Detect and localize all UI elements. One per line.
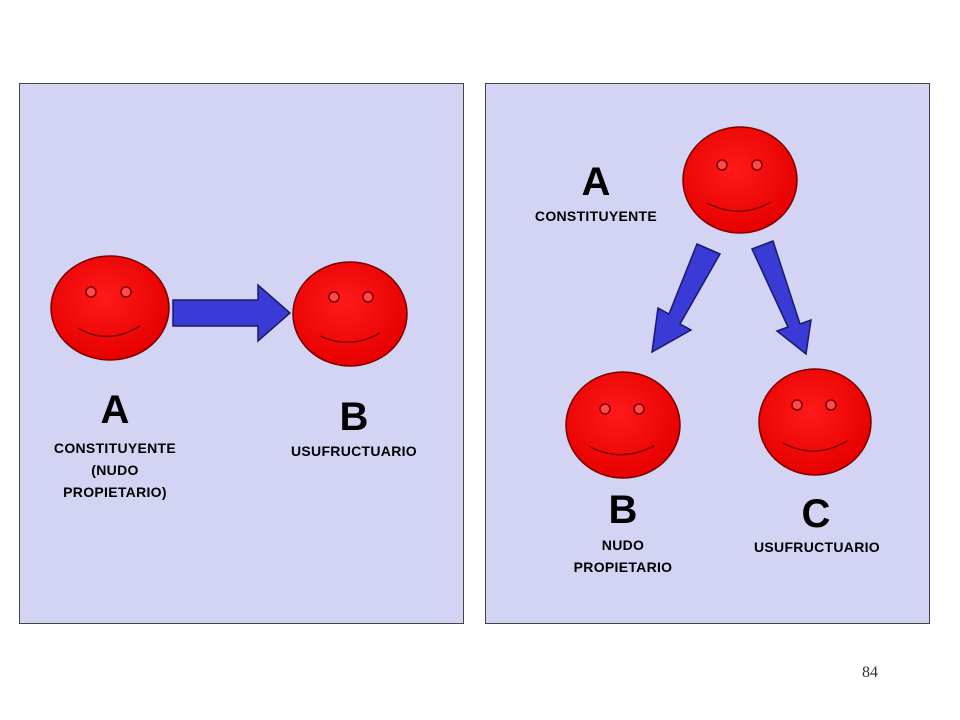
party-b-letter-right: B bbox=[608, 488, 638, 532]
party-b-role-line2-right: PROPIETARIO bbox=[573, 559, 673, 575]
party-a-role-right: CONSTITUYENTE bbox=[534, 208, 658, 224]
party-b-role-left: USUFRUCTUARIO bbox=[290, 443, 417, 459]
party-a-role-line2-left: (NUDO bbox=[91, 462, 139, 478]
arrow-right-icon bbox=[172, 283, 292, 343]
smiley-face-icon-a-right bbox=[682, 126, 798, 234]
party-b-role-line1-right: NUDO bbox=[601, 537, 645, 553]
smiley-face-icon-c-right bbox=[758, 368, 872, 476]
smiley-face-icon-b-right bbox=[565, 371, 681, 479]
smiley-face-icon-a-left bbox=[50, 255, 170, 361]
arrow-down-left-icon bbox=[651, 243, 722, 354]
party-c-letter-right: C bbox=[801, 492, 831, 536]
arrow-down-right-icon bbox=[750, 240, 812, 356]
page-number: 84 bbox=[862, 664, 878, 681]
party-b-letter-left: B bbox=[339, 395, 369, 439]
party-a-role-line3-left: PROPIETARIO) bbox=[63, 484, 167, 500]
party-a-letter-right: A bbox=[581, 160, 611, 204]
smiley-face-icon-b-left bbox=[292, 261, 408, 367]
party-c-role-right: USUFRUCTUARIO bbox=[753, 539, 880, 555]
party-a-letter-left: A bbox=[100, 388, 130, 432]
party-a-role-line1-left: CONSTITUYENTE bbox=[53, 440, 177, 456]
